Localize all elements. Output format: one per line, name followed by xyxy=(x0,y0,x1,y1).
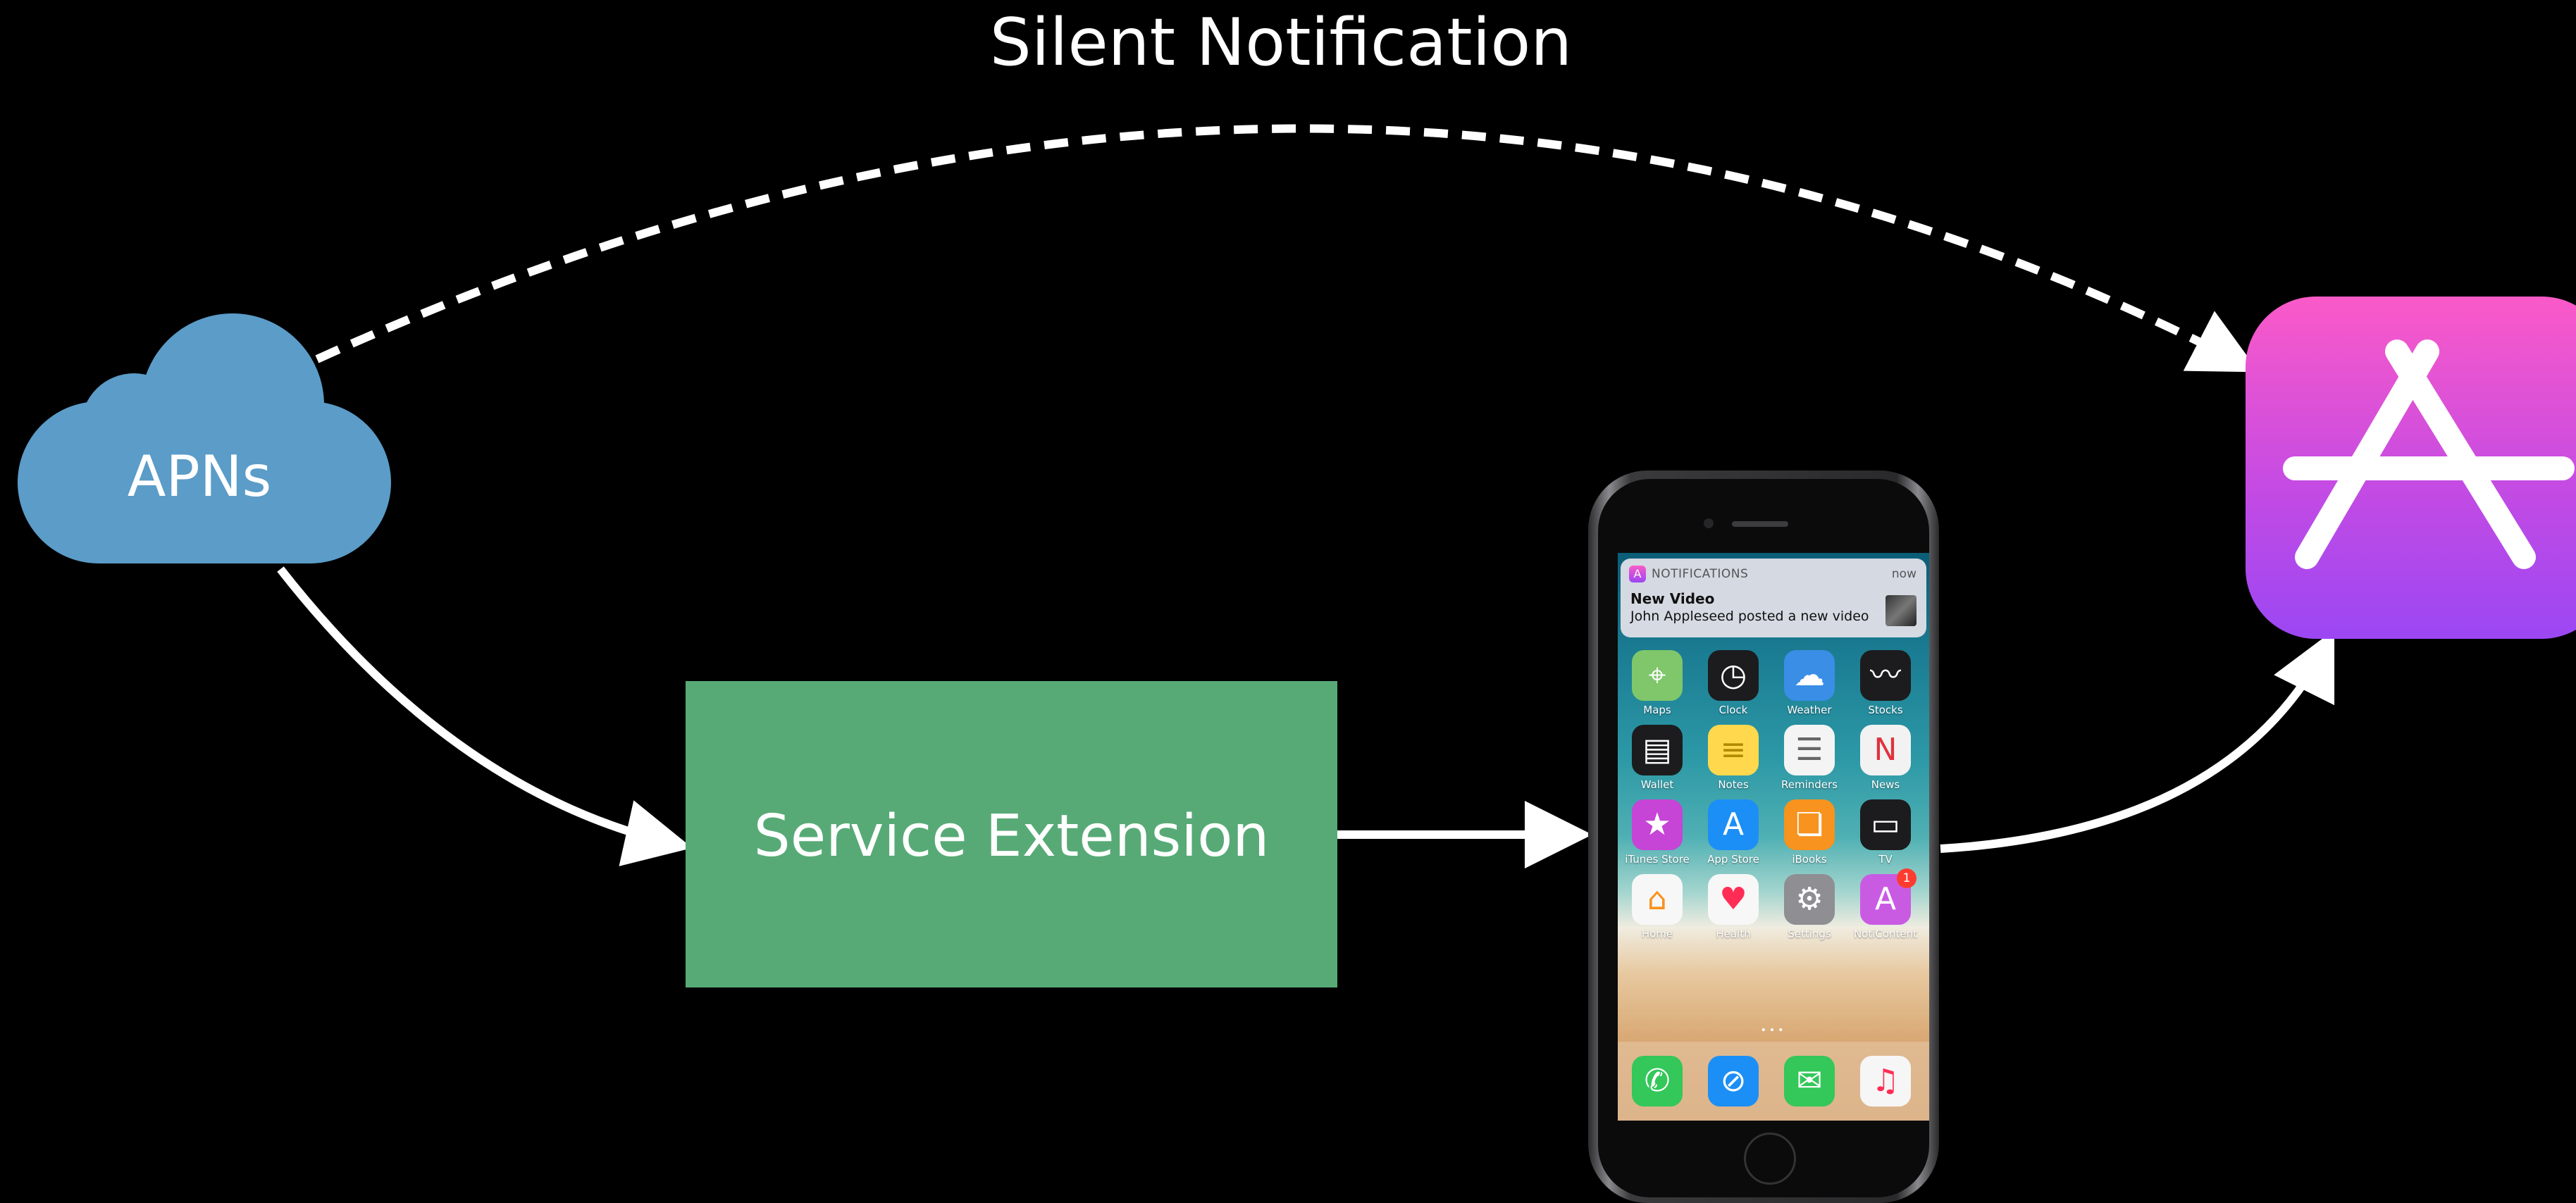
app-label: Notes xyxy=(1718,778,1749,791)
app-wallet[interactable]: ▤ Wallet xyxy=(1622,725,1692,791)
iphone-face: A NOTIFICATIONS now New Video John Apple… xyxy=(1598,479,1929,1197)
app-store-tile xyxy=(2246,297,2576,639)
app-tv[interactable]: ▭ TV xyxy=(1850,799,1921,866)
app-label: App Store xyxy=(1707,853,1759,866)
page-indicator: ••• xyxy=(1760,1025,1787,1036)
app-health[interactable]: ♥ Health xyxy=(1698,874,1769,940)
app-label: Maps xyxy=(1643,704,1671,716)
phone-icon: ✆ xyxy=(1632,1056,1683,1107)
reminders-icon: ☰ xyxy=(1784,725,1835,775)
clock-icon: ◷ xyxy=(1708,650,1759,701)
dock-app-phone[interactable]: ✆ xyxy=(1622,1056,1692,1107)
home-button[interactable] xyxy=(1744,1133,1796,1185)
ibooks-icon: ❏ xyxy=(1784,799,1835,850)
maps-icon: ⌖ xyxy=(1632,650,1683,701)
app-reminders[interactable]: ☰ Reminders xyxy=(1774,725,1845,791)
app-store-icon: A xyxy=(1708,799,1759,850)
app-news[interactable]: N News xyxy=(1850,725,1921,791)
app-settings[interactable]: ⚙ Settings xyxy=(1774,874,1845,940)
messages-icon: ✉ xyxy=(1784,1056,1835,1107)
app-home[interactable]: ⌂ Home xyxy=(1622,874,1692,940)
notification-badge: 1 xyxy=(1897,868,1916,888)
apns-label: APNs xyxy=(127,444,272,509)
dock: ✆ ⊘ ✉ ♫ xyxy=(1618,1042,1929,1121)
app-label: Weather xyxy=(1787,704,1832,716)
app-maps[interactable]: ⌖ Maps xyxy=(1622,650,1692,716)
diagram-title: Silent Notification xyxy=(989,4,1573,80)
apns-to-extension-arrow xyxy=(277,566,693,866)
notification-app-name: NOTIFICATIONS xyxy=(1652,567,1749,581)
app-label: TV xyxy=(1878,853,1893,866)
notification-time: now xyxy=(1891,567,1916,581)
app-app-store[interactable]: A App Store xyxy=(1698,799,1769,866)
home-screen: A NOTIFICATIONS now New Video John Apple… xyxy=(1618,553,1929,1121)
front-camera xyxy=(1704,518,1714,528)
app-label: NotiContent xyxy=(1853,928,1918,940)
app-label: Settings xyxy=(1788,928,1831,940)
app-label: Stocks xyxy=(1868,704,1903,716)
app-label: Clock xyxy=(1719,704,1748,716)
app-label: iBooks xyxy=(1792,853,1827,866)
dock-app-music[interactable]: ♫ xyxy=(1850,1056,1921,1107)
wallet-icon: ▤ xyxy=(1632,725,1683,775)
safari-icon: ⊘ xyxy=(1708,1056,1759,1107)
settings-icon: ⚙ xyxy=(1784,874,1835,925)
service-extension-box xyxy=(686,681,1337,987)
dock-app-safari[interactable]: ⊘ xyxy=(1698,1056,1769,1107)
app-label: Home xyxy=(1641,928,1673,940)
health-icon: ♥ xyxy=(1708,874,1759,925)
notes-icon: ≡ xyxy=(1708,725,1759,775)
service-extension-label: Service Extension xyxy=(753,803,1270,870)
home-icon: ⌂ xyxy=(1632,874,1683,925)
notification-banner[interactable]: A NOTIFICATIONS now New Video John Apple… xyxy=(1621,559,1926,637)
app-ibooks[interactable]: ❏ iBooks xyxy=(1774,799,1845,866)
app-label: News xyxy=(1871,778,1900,791)
app-itunes-store[interactable]: ★ iTunes Store xyxy=(1622,799,1692,866)
iphone: A NOTIFICATIONS now New Video John Apple… xyxy=(1588,470,1939,1203)
dock-app-messages[interactable]: ✉ xyxy=(1774,1056,1845,1107)
itunes-store-icon: ★ xyxy=(1632,799,1683,850)
notification-thumbnail xyxy=(1885,595,1916,626)
app-notes[interactable]: ≡ Notes xyxy=(1698,725,1769,791)
app-store-icon xyxy=(2283,339,2575,569)
app-clock[interactable]: ◷ Clock xyxy=(1698,650,1769,716)
news-icon: N xyxy=(1860,725,1911,775)
tv-icon: ▭ xyxy=(1860,799,1911,850)
silent-notification-arrow xyxy=(315,124,2259,373)
notification-app-icon: A xyxy=(1629,566,1646,582)
app-weather[interactable]: ☁ Weather xyxy=(1774,650,1845,716)
apns-cloud-icon xyxy=(18,313,391,563)
earpiece-speaker xyxy=(1732,521,1788,527)
notification-title: New Video xyxy=(1630,590,1715,607)
notification-body: John Appleseed posted a new video xyxy=(1630,609,1869,624)
weather-icon: ☁ xyxy=(1784,650,1835,701)
app-label: Reminders xyxy=(1781,778,1838,791)
app-stocks[interactable]: 〰 Stocks xyxy=(1850,650,1921,716)
music-icon: ♫ xyxy=(1860,1056,1911,1107)
phone-to-app-arrow xyxy=(1940,629,2335,853)
app-label: Health xyxy=(1716,928,1751,940)
app-label: iTunes Store xyxy=(1625,853,1690,866)
app-label: Wallet xyxy=(1640,778,1674,791)
stocks-icon: 〰 xyxy=(1860,650,1911,701)
